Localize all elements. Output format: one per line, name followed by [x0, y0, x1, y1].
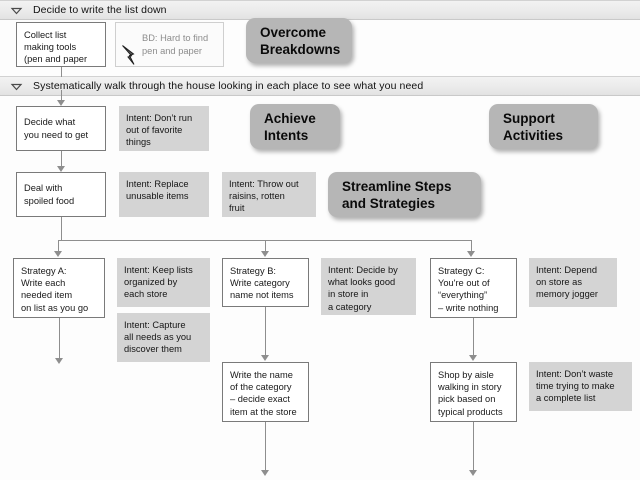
intent-replace-unusable[interactable]: Intent: Replace unusable items: [119, 172, 209, 217]
pill-achieve-intents[interactable]: Achieve Intents: [250, 104, 340, 149]
breakdown-hard-to-find-pen[interactable]: BD: Hard to find pen and paper: [115, 22, 224, 67]
arrow-head-to-write-category: [261, 355, 269, 361]
section-header-decide-to-write[interactable]: Decide to write the list down: [0, 0, 640, 20]
connector-strategy-c-to-shop: [473, 318, 474, 357]
intent-keep-lists-organized[interactable]: Intent: Keep lists organized by each sto…: [117, 258, 210, 307]
connector-deal-to-branch: [61, 217, 62, 240]
arrow-head-write-category-down: [261, 470, 269, 476]
collapse-triangle-icon[interactable]: [10, 4, 23, 17]
step-strategy-c[interactable]: Strategy C: You're out of “everything” –…: [430, 258, 517, 318]
arrow-head-to-strategy-b: [261, 251, 269, 257]
step-shop-by-aisle[interactable]: Shop by aisle walking in story pick base…: [430, 362, 517, 422]
step-deal-with-spoiled-food[interactable]: Deal with spoiled food: [16, 172, 106, 217]
arrow-head-to-deal: [57, 166, 65, 172]
connector-band2-to-decide: [61, 90, 62, 101]
connector-decide-to-deal: [61, 151, 62, 167]
connector-collect-to-band2: [61, 67, 62, 77]
pill-support-activities[interactable]: Support Activities: [489, 104, 598, 149]
intent-decide-by-looks[interactable]: Intent: Decide by what looks good in sto…: [321, 258, 416, 315]
step-decide-what-you-need[interactable]: Decide what you need to get: [16, 106, 106, 151]
intent-depend-on-store[interactable]: Intent: Depend on store as memory jogger: [529, 258, 617, 307]
step-strategy-b[interactable]: Strategy B: Write category name not item…: [222, 258, 309, 307]
section-header-label: Decide to write the list down: [33, 4, 167, 16]
arrow-head-to-strategy-c: [467, 251, 475, 257]
connector-branch-to-strategy-b: [265, 240, 266, 253]
collapse-triangle-icon[interactable]: [10, 80, 23, 93]
section-header-systematically-walk[interactable]: Systematically walk through the house lo…: [0, 76, 640, 96]
intent-throw-out-raisins[interactable]: Intent: Throw out raisins, rotten fruit: [222, 172, 316, 217]
intent-capture-all-needs[interactable]: Intent: Capture all needs as you discove…: [117, 313, 210, 362]
connector-strategy-b-to-write-category: [265, 307, 266, 357]
step-collect-list-making-tools[interactable]: Collect list making tools (pen and paper: [16, 22, 106, 67]
arrow-head-to-strategy-a: [54, 251, 62, 257]
step-write-category-name[interactable]: Write the name of the category – decide …: [222, 362, 309, 422]
pill-overcome-breakdowns[interactable]: Overcome Breakdowns: [246, 18, 352, 63]
step-strategy-a[interactable]: Strategy A: Write each needed item on li…: [13, 258, 105, 318]
connector-shop-down: [473, 422, 474, 472]
arrow-head-shop-down: [469, 470, 477, 476]
intent-dont-waste-time[interactable]: Intent: Don’t waste time trying to make …: [529, 362, 632, 411]
arrow-head-to-decide: [57, 100, 65, 106]
pill-streamline-steps[interactable]: Streamline Steps and Strategies: [328, 172, 481, 217]
arrow-head-to-shop: [469, 355, 477, 361]
section-header-label: Systematically walk through the house lo…: [33, 80, 424, 92]
connector-strategy-a-down: [59, 318, 60, 360]
breakdown-label: BD: Hard to find pen and paper: [142, 33, 209, 56]
connector-branch-to-strategy-a: [58, 240, 59, 253]
connector-branch-to-strategy-c: [471, 240, 472, 253]
connector-write-category-down: [265, 422, 266, 472]
lightning-bolt-icon: [121, 32, 139, 66]
arrow-head-strategy-a-down: [55, 358, 63, 364]
intent-dont-run-out[interactable]: Intent: Don’t run out of favorite things: [119, 106, 209, 151]
